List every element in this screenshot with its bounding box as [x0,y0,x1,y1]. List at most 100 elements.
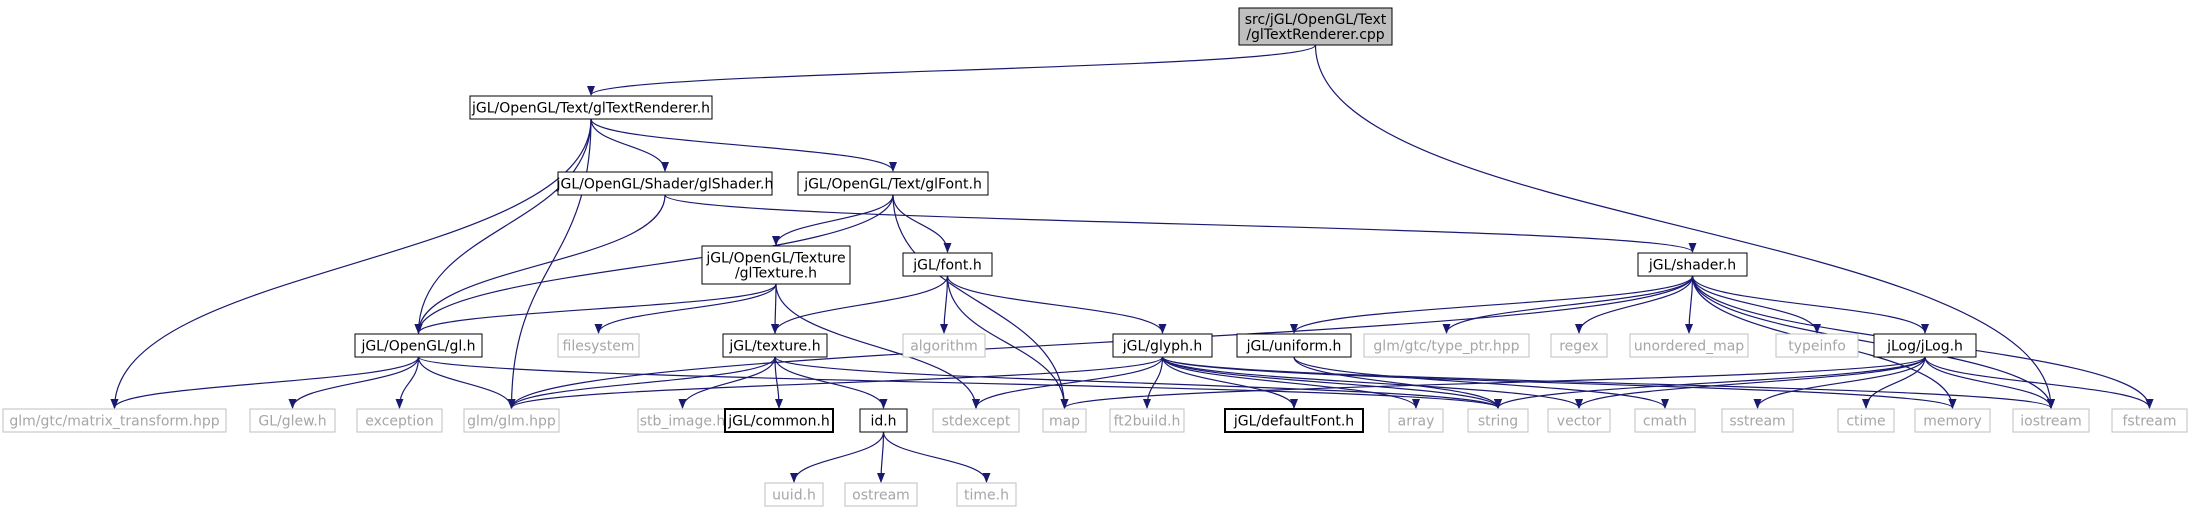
node-regex: regex [1550,333,1608,358]
node-time-h: time.h [956,482,1017,507]
node-label: cmath [1643,414,1687,430]
node-box [844,482,918,507]
node-label: map [1049,414,1080,430]
node-box [1467,408,1529,433]
node-box [1238,7,1393,46]
node-label: jGL/common.h [727,414,830,430]
node-string: string [1467,408,1529,433]
node-id-h[interactable]: id.h [859,408,908,433]
edge-jlog-h-to-map [1060,356,1926,409]
node-memory: memory [1914,408,1991,433]
node-label: jGL/shader.h [1648,258,1736,274]
node-box [2012,408,2090,433]
node-root[interactable]: src/jGL/OpenGL/Text/glTextRenderer.cpp [1238,7,1393,46]
node-label: ostream [852,488,910,504]
node-cmath: cmath [1634,408,1696,433]
node-box [1629,333,1749,358]
node-label: filesystem [563,339,635,355]
edge-shader-h-to-regex [1575,275,1694,334]
node-label: glm/gtc/matrix_transform.hpp [9,414,219,430]
edge-jlog-h-to-string [1494,356,1926,409]
edge-texture-h-to-string [774,356,1502,409]
node-exception: exception [356,408,443,433]
node-gl-h[interactable]: jGL/OpenGL/gl.h [354,333,483,358]
node-label: regex [1559,339,1599,355]
node-label: GL/glew.h [258,414,326,430]
node-box [1547,408,1611,433]
edge-shader-h-to-type-ptr [1442,275,1694,334]
node-common-h[interactable]: jGL/common.h [724,408,834,433]
node-box [1236,333,1352,358]
node-filesystem: filesystem [557,333,640,358]
node-sstream: sstream [1721,408,1794,433]
node-label: stdexcept [942,414,1011,430]
edge-jlog-h-to-iostream [1924,356,2055,409]
node-box [1914,408,1991,433]
edge-glyph-h-to-vector [1161,356,1583,409]
node-box [2,408,227,433]
node-defaultfont-h[interactable]: jGL/defaultFont.h [1224,408,1364,433]
node-ostream: ostream [844,482,918,507]
node-glshader-h[interactable]: jGL/OpenGL/Shader/glShader.h [556,171,774,196]
edge-root-to-iostream [1314,44,2055,409]
node-label: typeinfo [1788,339,1846,355]
edge-gltexture-h-to-filesystem [594,283,777,334]
node-label: string [1478,414,1518,430]
node-glyph-h[interactable]: jGL/glyph.h [1112,333,1213,358]
edge-gltextrenderer-h-to-glfont-h [590,118,897,172]
edge-gltexture-h-to-stdexcept [775,283,980,409]
node-label: algorithm [910,339,978,355]
edge-gl-h-to-glm-hpp [417,356,516,409]
node-box [469,95,713,120]
edge-gltexture-h-to-gl-h [414,283,777,334]
node-iostream: iostream [2012,408,2090,433]
node-algorithm: algorithm [902,333,986,358]
edge-gl-h-to-string [417,356,1502,409]
node-box [1112,333,1213,358]
node-box [797,171,989,196]
node-box [463,408,560,433]
node-unordered-map: unordered_map [1629,333,1749,358]
node-uuid-h: uuid.h [764,482,824,507]
node-label: jGL/defaultFont.h [1233,414,1354,430]
node-texture-h[interactable]: jGL/texture.h [722,333,828,358]
edge-id-h-to-uuid-h [790,431,885,483]
edge-gltexture-h-to-texture-h [771,283,780,334]
node-fstream: fstream [2111,408,2188,433]
edge-font-h-to-texture-h [771,275,949,334]
node-box [1775,333,1859,358]
node-label: /glTexture.h [735,266,817,282]
node-shader-h[interactable]: jGL/shader.h [1637,252,1748,277]
node-gltextrenderer-h[interactable]: jGL/OpenGL/Text/glTextRenderer.h [469,95,713,120]
edge-font-h-to-glyph-h [946,275,1167,334]
node-map: map [1042,408,1087,433]
node-box [1363,333,1530,358]
node-box [722,333,828,358]
node-box [764,482,824,507]
node-label: ft2build.h [1114,414,1181,430]
edge-glyph-h-to-stdexcept [972,356,1164,409]
node-label: array [1398,414,1435,430]
edge-root-to-gltextrenderer-h [587,44,1317,96]
node-jlog-h[interactable]: jLog/jLog.h [1873,333,1977,358]
edge-gltextrenderer-h-to-gl-h [414,118,592,334]
edge-texture-h-to-common-h [774,356,783,409]
edge-glshader-h-to-shader-h [664,194,1697,253]
edge-gl-h-to-matrix-transform [110,356,420,409]
node-type-ptr: glm/gtc/type_ptr.hpp [1363,333,1530,358]
node-box [1388,408,1444,433]
node-gltexture-h[interactable]: jGL/OpenGL/Texture/glTexture.h [701,245,851,285]
node-box [724,408,834,433]
node-label: memory [1923,414,1982,430]
edge-jlog-h-to-ctime [1862,356,1926,409]
node-typeinfo: typeinfo [1775,333,1859,358]
node-label: src/jGL/OpenGL/Text [1245,12,1387,28]
edge-jlog-h-to-sstream [1753,356,1926,409]
node-box [1721,408,1794,433]
node-box [1109,408,1185,433]
node-font-h[interactable]: jGL/font.h [902,252,993,277]
node-label: jGL/texture.h [728,339,820,355]
node-uniform-h[interactable]: jGL/uniform.h [1236,333,1352,358]
node-glfont-h[interactable]: jGL/OpenGL/Text/glFont.h [797,171,989,196]
